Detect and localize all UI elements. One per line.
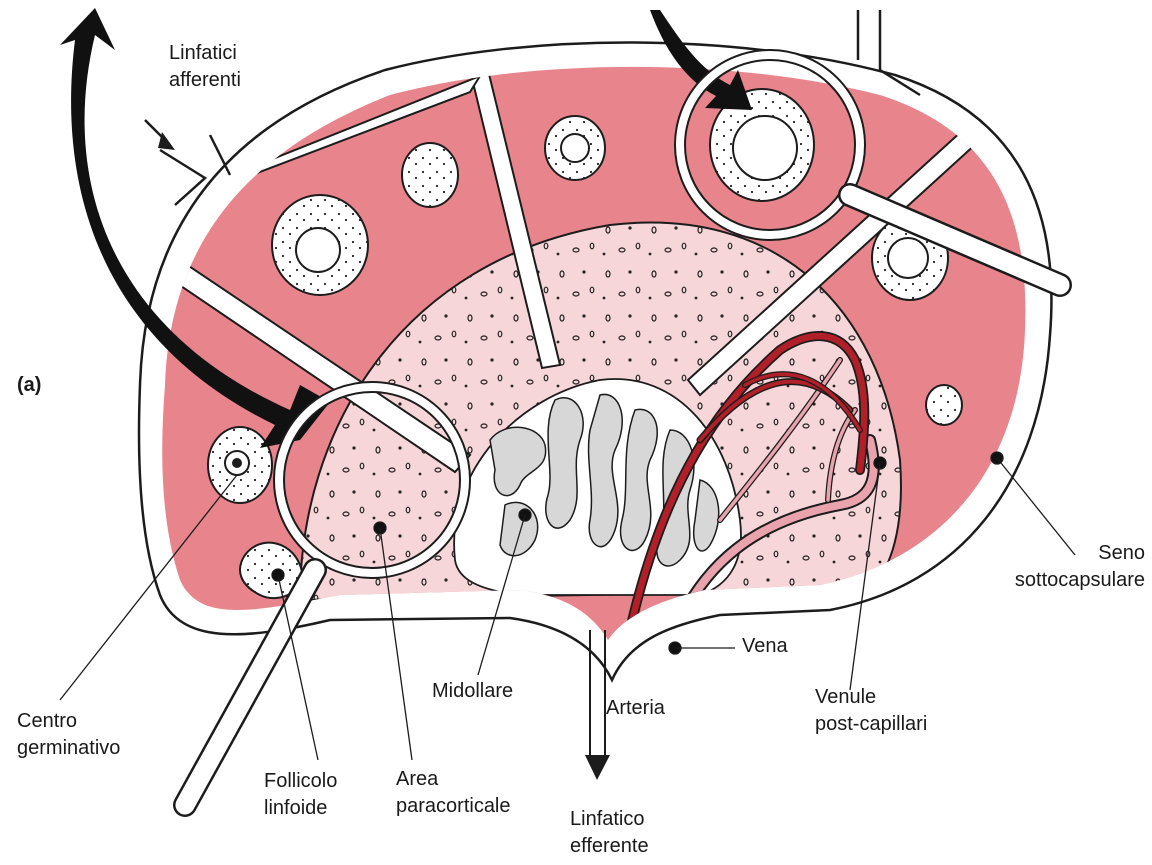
label-afferent-lymphatics: Linfatici afferenti bbox=[169, 40, 241, 94]
label-venules-line2: post-capillari bbox=[815, 711, 927, 738]
label-medulla: Midollare bbox=[432, 678, 513, 705]
label-sinus-line2: sottocapsulare bbox=[1000, 567, 1145, 594]
label-subcapsular-sinus: Seno sottocapsulare bbox=[1000, 540, 1145, 594]
label-post-capillary-venules: Venule post-capillari bbox=[815, 684, 927, 738]
label-sinus-line1: Seno bbox=[1000, 540, 1145, 567]
label-germinal-line2: germinativo bbox=[17, 735, 120, 762]
label-paracortical-line2: paracorticale bbox=[396, 793, 511, 820]
label-germinal-line1: Centro bbox=[17, 708, 120, 735]
label-afferent-line1: Linfatici bbox=[169, 40, 241, 67]
label-afferent-line2: afferenti bbox=[169, 67, 241, 94]
label-germinal-center: Centro germinativo bbox=[17, 708, 120, 762]
label-vein: Vena bbox=[742, 633, 788, 660]
label-artery: Arteria bbox=[606, 695, 665, 722]
label-paracortical-line1: Area bbox=[396, 766, 511, 793]
label-follicle-line2: linfoide bbox=[264, 795, 337, 822]
label-lymphoid-follicle: Follicolo linfoide bbox=[264, 768, 337, 822]
label-efferent-line1: Linfatico bbox=[570, 806, 649, 833]
label-efferent-line2: efferente bbox=[570, 833, 649, 860]
label-follicle-line1: Follicolo bbox=[264, 768, 337, 795]
panel-label: (a) bbox=[17, 372, 41, 399]
label-efferent-lymphatic: Linfatico efferente bbox=[570, 806, 649, 860]
label-venules-line1: Venule bbox=[815, 684, 927, 711]
label-paracortical-area: Area paracorticale bbox=[396, 766, 511, 820]
efferent-arrow-icon bbox=[585, 755, 610, 780]
